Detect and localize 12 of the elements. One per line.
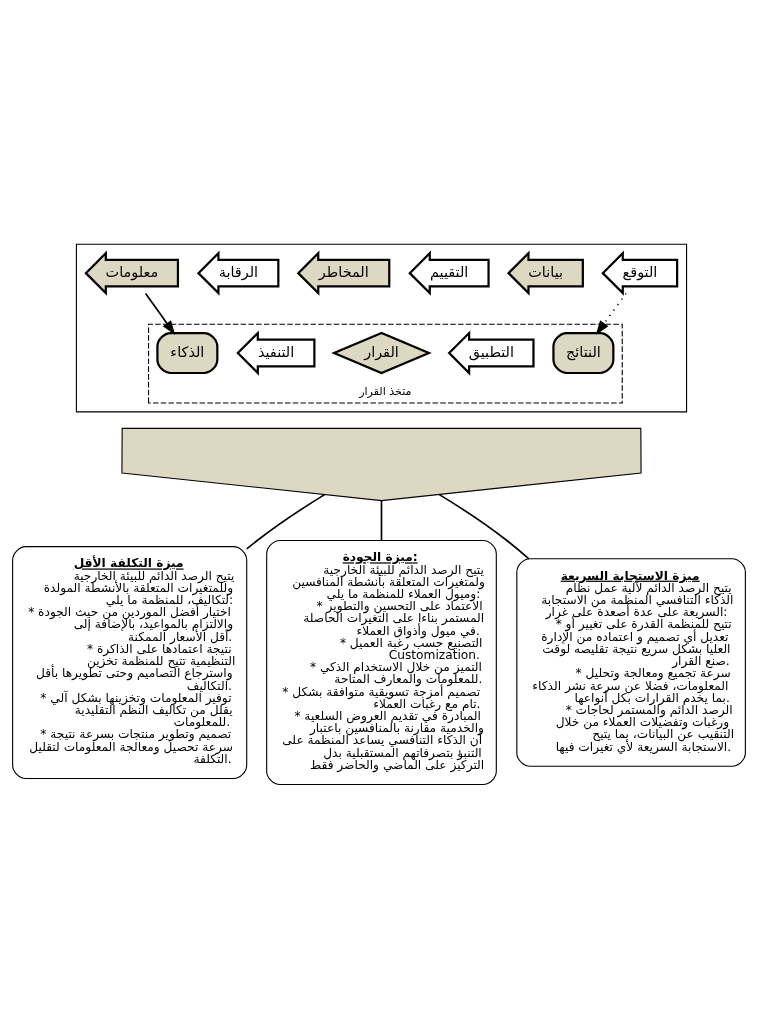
arrow bbox=[595, 292, 627, 335]
node-diamond: القرار bbox=[331, 331, 432, 375]
node-box: النتائج bbox=[552, 331, 615, 375]
node-box: ميزة الاستجابة السريعة يتيح الرصد الدائم لآلية عمل نظام الذكاء التنافسي المنظمة من الاستجابة السريعة على عدة أصعدة على غرار: * تتيح للمنظمة القدرة على تغيير أو تعديل أي تصميم و اعتماده من الإدارة العليا بشكل سريع نتيجة تقليصه لوقت صنع القرار. * سرعة تجميع ومعالجة وتحليل المعلومات، فضلا عن سرعة نشر الذكاء بما يخدم القرارات بكل أنواعها. * الرصد الدائم والمستمر لحاجات ورغبات وتفضيلات العملاء من خلال التنقيب عن البيانات، بما يتيح الاستجابة السريعة لأي تغيرات فيها. bbox=[516, 558, 746, 767]
connector bbox=[380, 499, 383, 542]
node-box: الذكاء bbox=[156, 331, 219, 375]
connector bbox=[245, 493, 326, 550]
arrow bbox=[144, 292, 176, 335]
cluster bbox=[75, 243, 688, 413]
connector bbox=[438, 493, 530, 560]
node-arrow bbox=[121, 427, 642, 502]
node-box: ميزة التكلفة الأقل يتيح الرصد الدائم للبيئة الخارجية وللمتغيرات المتعلقة بالأنشطة المولدة لتكاليف، للمنظمة ما يلي: * اختيار أفضل الموردين من حيث الجودة والالتزام بالمواعيد، بالإضافة إلى أقل الأسعار الممكنة. * نتيجة اعتمادها على الذاكرة التنظيمية تتيح للمنظمة تخزين واسترجاع التصاميم وحتى تطويرها بأقل التكاليف. * توفير المعلومات وتخزينها بشكل آلي يقلل من تكاليف النظم التقليدية للمعلومات. * تصميم وتطوير منتجات بسرعة نتيجة سرعة تحصيل ومعالجة المعلومات لتقليل التكلفة. bbox=[12, 546, 248, 779]
